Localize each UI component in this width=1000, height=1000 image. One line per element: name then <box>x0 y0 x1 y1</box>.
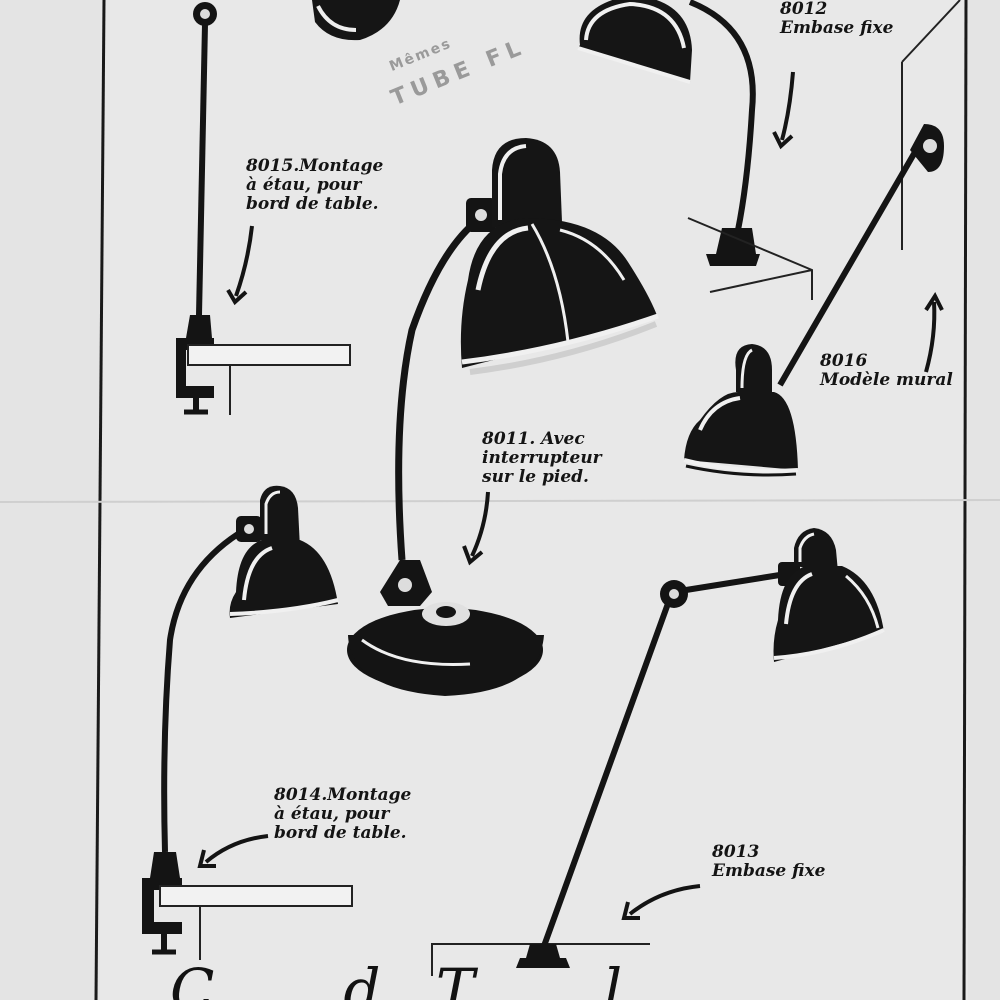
arrow-head-icon <box>226 288 248 306</box>
label-8012: 8012 Embase fixe <box>780 0 893 38</box>
arrow-icon <box>780 71 795 141</box>
footer-title: C . . . d . T . . . l <box>170 956 623 1000</box>
lamp-8013-fixed-base-icon <box>431 528 885 976</box>
partial-lamp-shade-top <box>312 0 400 41</box>
lamp-8011-desk-switch-icon <box>347 138 659 696</box>
label-8013-desc: Embase fixe <box>712 861 826 881</box>
label-8011-line-2: interrupteur <box>482 448 602 468</box>
label-8016-desc: Modèle mural <box>820 370 953 390</box>
label-8011-line-3: sur le pied. <box>482 467 589 487</box>
arrow-head-icon <box>772 131 794 150</box>
arrow-icon <box>234 225 254 297</box>
label-8015-line-3: bord de table. <box>246 194 379 214</box>
label-8014-line-1: 8014.Montage <box>274 785 412 805</box>
label-8014-line-3: bord de table. <box>274 823 407 843</box>
label-8012-desc: Embase fixe <box>780 18 894 38</box>
label-8014: 8014.Montage à étau, pour bord de table. <box>274 786 411 843</box>
label-8013: 8013 Embase fixe <box>712 843 825 881</box>
label-8015-line-2: à étau, pour <box>246 175 362 195</box>
label-8011-line-1: 8011. Avec <box>482 429 585 449</box>
label-8016-number: 8016 <box>820 351 868 371</box>
lamp-8015-clamp-icon <box>176 2 351 415</box>
arrow-icon <box>204 834 269 864</box>
arrow-head-icon <box>924 291 944 312</box>
arrow-head-icon <box>197 849 216 868</box>
arrow-icon <box>924 301 937 373</box>
lamp-8012-fixed-base-icon <box>577 0 813 300</box>
label-8012-number: 8012 <box>780 0 828 19</box>
label-8016: 8016 Modèle mural <box>820 352 953 390</box>
arrow-icon <box>628 884 701 916</box>
label-8015: 8015.Montage à étau, pour bord de table. <box>246 157 383 214</box>
label-8014-line-2: à étau, pour <box>274 804 390 824</box>
arrow-head-icon <box>621 901 640 920</box>
stamp-line-2: TUBE FL <box>387 34 530 112</box>
arrow-head-icon <box>462 545 484 566</box>
label-8011: 8011. Avec interrupteur sur le pied. <box>482 430 602 487</box>
label-8015-line-1: 8015.Montage <box>246 156 384 176</box>
arrow-icon <box>470 491 490 557</box>
lamp-8016-wall-mount-icon <box>683 124 944 477</box>
lamp-8014-clamp-icon <box>142 485 353 960</box>
label-8013-number: 8013 <box>712 842 760 862</box>
